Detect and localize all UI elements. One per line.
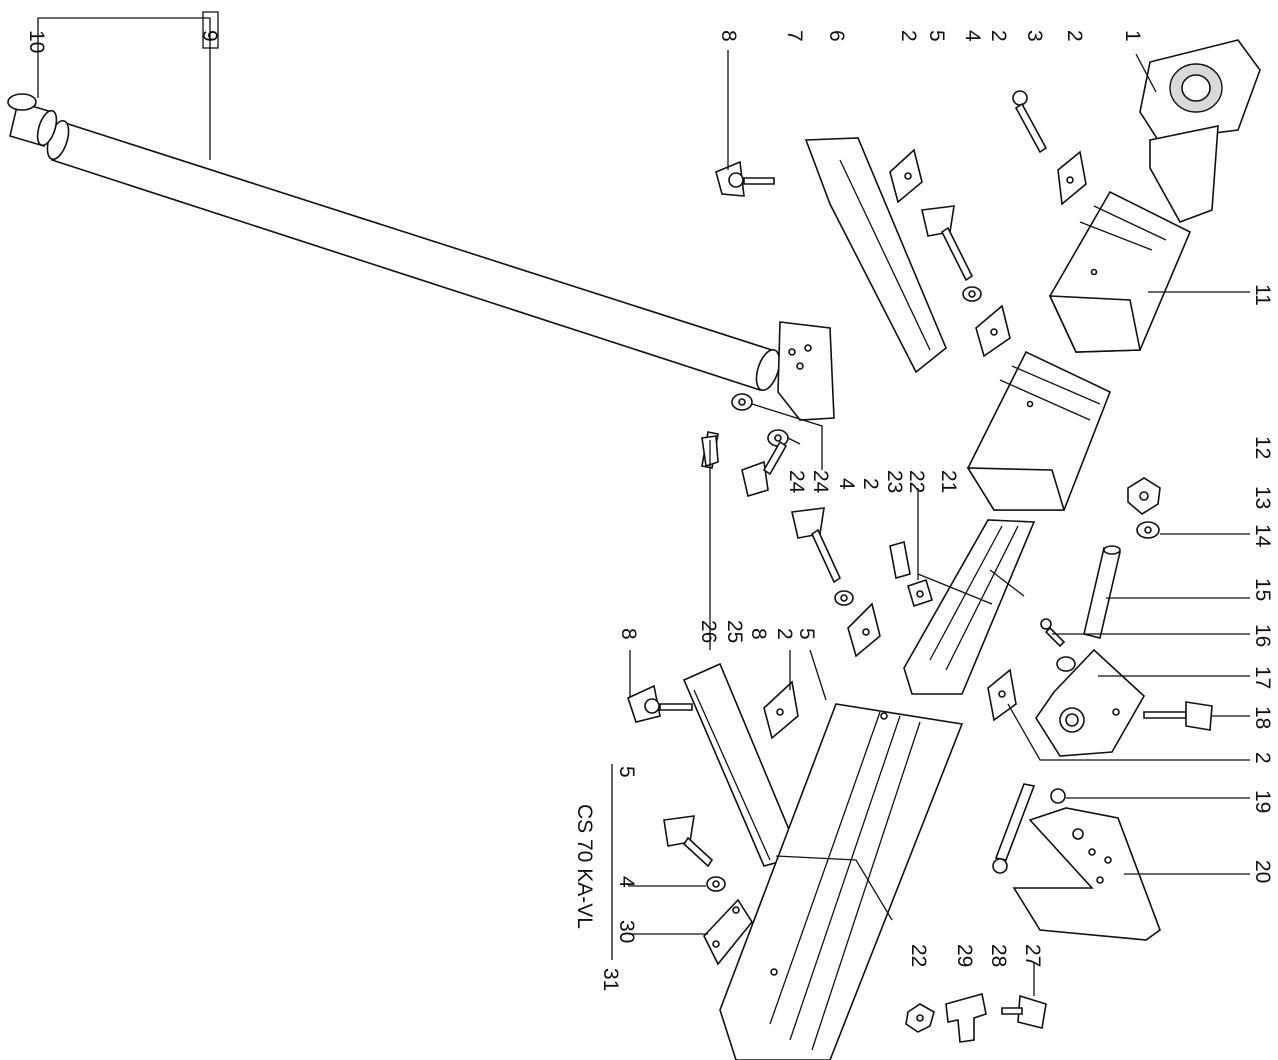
label-1: 1 <box>1121 30 1144 42</box>
wing-screw-part-5-lower <box>663 815 714 868</box>
wing-screw-part-5-upper <box>921 205 974 282</box>
label-27: 27 <box>1021 944 1044 967</box>
nut-part-12 <box>1127 477 1161 515</box>
label-18: 18 <box>1251 706 1274 729</box>
slot-nut-part-2-mid <box>975 304 1011 358</box>
washer-part-24-b <box>767 429 789 447</box>
spring-part-23 <box>889 540 911 580</box>
label-24: 24 <box>809 470 832 494</box>
label-6: 6 <box>825 30 848 42</box>
label-4: 4 <box>835 478 858 490</box>
labels-middle: 21 22 23 2 4 24 24 <box>785 470 960 494</box>
labels-right: 11 12 13 14 15 16 17 18 2 19 20 <box>1251 284 1274 883</box>
tube-part-9 <box>46 119 781 392</box>
label-13: 13 <box>1251 486 1274 509</box>
label-25: 25 <box>723 620 746 643</box>
label-8: 8 <box>617 628 640 640</box>
label-10: 10 <box>25 30 48 53</box>
labels-kit: 5 4 30 CS 70 KA-VL 31 <box>573 766 638 991</box>
profile-part-21 <box>966 350 1112 511</box>
label-11: 11 <box>1251 284 1274 306</box>
label-19: 19 <box>1251 790 1274 813</box>
label-8: 8 <box>717 30 740 42</box>
tube-bracket <box>777 321 835 421</box>
screw-part-3 <box>1012 90 1048 154</box>
sleeve-part-10 <box>7 93 58 148</box>
wing-screw-part-27 <box>1001 994 1047 1029</box>
label-29: 29 <box>953 944 976 967</box>
label-9: 9 <box>198 30 221 42</box>
wing-screw-part-5-mid <box>791 507 842 584</box>
washer-part-4-upper <box>962 286 982 302</box>
washer-part-4-lower <box>706 876 726 892</box>
leaders-24 <box>751 403 823 470</box>
label-22: 22 <box>905 470 928 493</box>
t-bolt-part-29 <box>945 992 987 1043</box>
label-22: 22 <box>907 944 930 967</box>
label-4: 4 <box>961 30 984 42</box>
labels-lower: 5 8 25 26 2 8 <box>617 620 818 643</box>
label-28: 28 <box>987 944 1010 967</box>
washer-part-24-a <box>731 393 753 411</box>
labels-top: 10 9 8 7 6 2 5 4 2 3 2 1 <box>25 30 1144 53</box>
label-21: 21 <box>937 470 960 493</box>
label-14: 14 <box>1251 524 1274 548</box>
label-5: 5 <box>615 766 638 778</box>
slot-nut-part-2-top <box>1057 150 1087 206</box>
profile-part-11 <box>1048 190 1192 353</box>
label-15: 15 <box>1251 578 1274 601</box>
label-5: 5 <box>925 30 948 42</box>
label-7: 7 <box>783 30 806 42</box>
label-3: 3 <box>1023 30 1046 42</box>
wing-screw-part-8-lower <box>627 684 693 723</box>
screw-part-19 <box>1050 788 1066 804</box>
main-profile <box>719 703 964 1060</box>
label-2: 2 <box>859 478 882 490</box>
label-5: 5 <box>795 628 818 640</box>
label-4: 4 <box>615 876 638 888</box>
label-26: 26 <box>697 620 720 643</box>
label-2: 2 <box>1251 752 1274 764</box>
end-cap-part-1 <box>1139 39 1261 223</box>
label-2: 2 <box>987 30 1010 42</box>
mounting-plate-part-20 <box>1012 807 1161 941</box>
label-16: 16 <box>1251 624 1274 647</box>
kit-title: CS 70 KA-VL <box>573 804 596 929</box>
thumb-screw-part-18 <box>1143 701 1213 731</box>
long-screw <box>992 783 1036 874</box>
clamp-block-part-17 <box>1035 648 1146 757</box>
screw-part-16 <box>1040 618 1066 648</box>
clamp-arm-part-6 <box>804 137 947 374</box>
slot-nut-part-2-upper <box>889 148 923 204</box>
nut-part-22 <box>907 578 933 608</box>
label-leaders <box>628 50 1250 996</box>
bracket-leaders-9-10 <box>37 11 219 160</box>
washer-part-14 <box>1136 521 1160 539</box>
label-12: 12 <box>1251 436 1274 459</box>
label-20: 20 <box>1251 860 1274 883</box>
label-23: 23 <box>883 470 906 493</box>
label-8: 8 <box>747 628 770 640</box>
label-24: 24 <box>785 470 808 494</box>
slot-nut-part-2-lower <box>763 680 799 740</box>
slot-nut-part-2-center <box>847 602 881 658</box>
label-2: 2 <box>1063 30 1086 42</box>
slot-nut-part-30 <box>703 898 753 966</box>
washer-part-4-mid <box>834 590 854 606</box>
wing-screw-part-8-mid <box>741 440 788 498</box>
guide-rail <box>903 519 1036 695</box>
slot-nut-part-2-right <box>987 668 1017 722</box>
labels-bottom: 22 29 28 27 <box>907 944 1044 967</box>
nut-part-22-bottom <box>905 1003 935 1033</box>
label-31: 31 <box>599 968 622 991</box>
label-2: 2 <box>897 30 920 42</box>
label-17: 17 <box>1251 666 1274 689</box>
label-2: 2 <box>773 628 796 640</box>
label-30: 30 <box>615 920 638 943</box>
pin-part-15 <box>1083 545 1121 639</box>
wing-screw-part-8-top <box>715 160 775 197</box>
